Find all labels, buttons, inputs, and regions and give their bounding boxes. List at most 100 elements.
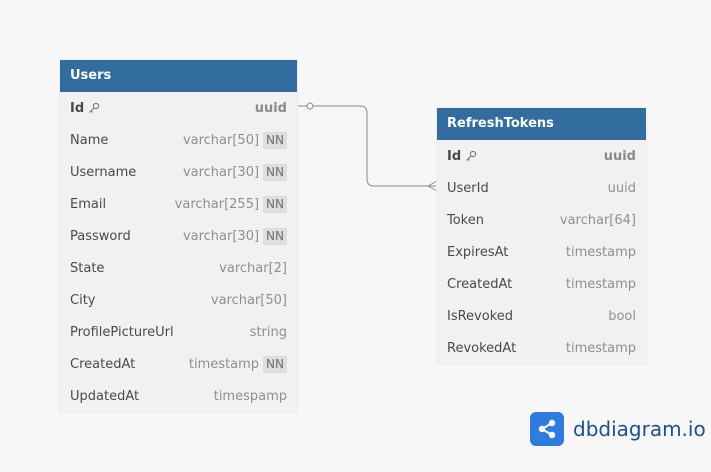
field-row[interactable]: ExpiresAt timestamp <box>437 236 646 268</box>
field-name: ExpiresAt <box>447 244 509 260</box>
field-left: Password <box>70 229 131 244</box>
field-left: City <box>70 293 95 308</box>
field-row[interactable]: IsRevoked bool <box>437 300 646 332</box>
field-left: CreatedAt <box>447 277 512 292</box>
field-name: CreatedAt <box>70 356 136 372</box>
field-name: CreatedAt <box>447 276 513 292</box>
field-row[interactable]: Username varchar[30]NN <box>60 156 297 188</box>
relationship-many-end-marker <box>427 180 438 192</box>
field-row[interactable]: Email varchar[255]NN <box>60 188 297 220</box>
field-type: varchar[30] <box>182 228 260 244</box>
field-row[interactable]: UpdatedAt timespamp <box>60 380 297 412</box>
field-left: State <box>70 261 104 276</box>
field-name: Id <box>70 100 85 116</box>
not-null-badge: NN <box>263 195 287 213</box>
field-right: varchar[30]NN <box>182 227 287 245</box>
field-right: timestamp <box>566 277 636 292</box>
relationship-line[interactable] <box>297 105 437 187</box>
field-row[interactable]: Id uuid <box>60 92 297 124</box>
field-left: Email <box>70 197 106 212</box>
field-left: Username <box>70 165 136 180</box>
field-row[interactable]: Token varchar[64] <box>437 204 646 236</box>
field-left: UserId <box>447 181 489 196</box>
field-type: timestamp <box>565 340 636 356</box>
not-null-badge: NN <box>263 131 287 149</box>
field-type: timestamp <box>565 276 636 292</box>
field-name: UserId <box>447 180 489 196</box>
field-right: varchar[50] <box>211 293 287 308</box>
field-right: bool <box>608 309 636 324</box>
key-icon <box>465 150 477 162</box>
field-right: varchar[255]NN <box>174 195 287 213</box>
field-row[interactable]: City varchar[50] <box>60 284 297 316</box>
field-left: IsRevoked <box>447 309 513 324</box>
field-right: varchar[30]NN <box>182 163 287 181</box>
field-left: ExpiresAt <box>447 245 508 260</box>
field-left: Id <box>70 101 100 116</box>
not-null-badge: NN <box>263 163 287 181</box>
field-name: Password <box>70 228 131 244</box>
table-header-refresh-tokens[interactable]: RefreshTokens <box>437 108 646 140</box>
field-name: Token <box>447 212 484 228</box>
field-row[interactable]: Id uuid <box>437 140 646 172</box>
field-row[interactable]: UserId uuid <box>437 172 646 204</box>
field-row[interactable]: ProfilePictureUrl string <box>60 316 297 348</box>
field-right: uuid <box>255 101 287 116</box>
brand-name: dbdiagram.io <box>573 417 706 441</box>
field-left: Id <box>447 149 477 164</box>
field-left: RevokedAt <box>447 341 516 356</box>
relationship-one-end-marker <box>306 102 314 110</box>
field-type: bool <box>608 308 636 324</box>
field-row[interactable]: RevokedAt timestamp <box>437 332 646 364</box>
field-type: varchar[64] <box>559 212 636 228</box>
not-null-badge: NN <box>263 227 287 245</box>
field-right: uuid <box>604 149 636 164</box>
field-type: uuid <box>254 100 287 116</box>
field-left: Token <box>447 213 484 228</box>
field-right: string <box>250 325 287 340</box>
field-row[interactable]: State varchar[2] <box>60 252 297 284</box>
field-name: ProfilePictureUrl <box>70 324 174 340</box>
field-type: varchar[50] <box>210 292 287 308</box>
field-type: varchar[255] <box>174 196 260 212</box>
field-type: varchar[50] <box>182 132 260 148</box>
field-name: Username <box>70 164 137 180</box>
field-row[interactable]: Password varchar[30]NN <box>60 220 297 252</box>
field-row[interactable]: Name varchar[50]NN <box>60 124 297 156</box>
field-type: timestamp <box>565 244 636 260</box>
brand-watermark[interactable]: dbdiagram.io <box>530 412 706 446</box>
field-type: uuid <box>607 180 636 196</box>
field-name: State <box>70 260 105 276</box>
field-right: varchar[2] <box>219 261 287 276</box>
field-type: timestamp <box>188 356 260 372</box>
field-right: uuid <box>608 181 636 196</box>
field-left: Name <box>70 133 108 148</box>
field-type: varchar[2] <box>219 260 287 276</box>
table-header-users[interactable]: Users <box>60 60 297 92</box>
field-left: ProfilePictureUrl <box>70 325 174 340</box>
field-left: UpdatedAt <box>70 389 139 404</box>
field-name: Id <box>447 148 462 164</box>
not-null-badge: NN <box>263 355 287 373</box>
share-nodes-icon <box>530 412 564 446</box>
field-name: RevokedAt <box>447 340 517 356</box>
field-type: varchar[30] <box>182 164 260 180</box>
field-name: Name <box>70 132 109 148</box>
field-left: CreatedAt <box>70 357 135 372</box>
field-name: City <box>70 292 96 308</box>
field-right: varchar[50]NN <box>182 131 287 149</box>
field-type: timespamp <box>213 388 287 404</box>
field-row[interactable]: CreatedAt timestamp <box>437 268 646 300</box>
field-name: IsRevoked <box>447 308 514 324</box>
field-name: Email <box>70 196 107 212</box>
field-right: timestamp <box>566 341 636 356</box>
field-type: uuid <box>603 148 636 164</box>
